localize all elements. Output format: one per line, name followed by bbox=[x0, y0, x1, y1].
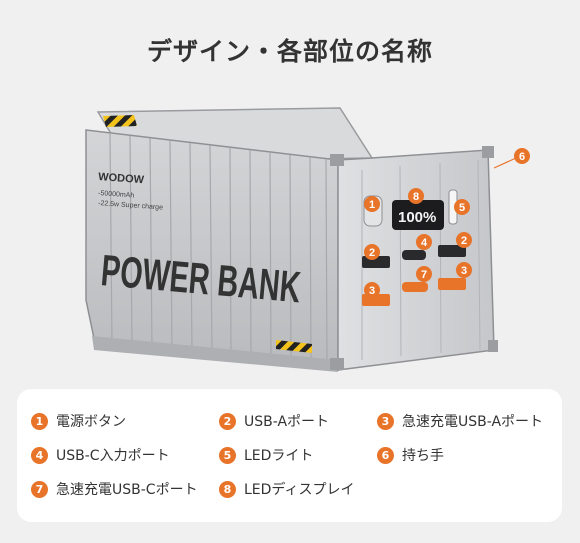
callout-2b bbox=[456, 232, 472, 248]
legend-item-power-button: 1 電源ボタン bbox=[31, 411, 126, 431]
callout-badges: 1 2 2 3 3 4 5 6 7 8 bbox=[364, 148, 530, 298]
callout-line bbox=[493, 157, 517, 169]
svg-text:3: 3 bbox=[369, 285, 375, 297]
svg-text:7: 7 bbox=[421, 269, 427, 281]
parts-legend: 1 電源ボタン 2 USB-Aポート 3 急速充電USB-Aポート 4 USB-… bbox=[17, 389, 562, 522]
svg-text:4: 4 bbox=[421, 237, 428, 249]
callout-1 bbox=[364, 196, 380, 212]
power-bank-illustration: WODOW -50000mAh -22.5w Super charge POWE… bbox=[85, 107, 530, 372]
legend-label: 持ち手 bbox=[402, 448, 444, 464]
callout-2 bbox=[364, 244, 380, 260]
svg-text:1: 1 bbox=[369, 199, 375, 211]
legend-label: LEDディスプレイ bbox=[244, 482, 355, 498]
callout-7 bbox=[416, 266, 432, 282]
legend-number: 4 bbox=[31, 446, 48, 464]
legend-label: 電源ボタン bbox=[56, 414, 126, 430]
legend-item-handle: 6 持ち手 bbox=[377, 445, 444, 465]
legend-label: 急速充電USB-Cポート bbox=[56, 482, 198, 498]
bottom-rail bbox=[92, 336, 338, 372]
legend-label: USB-Aポート bbox=[244, 414, 330, 430]
spec-capacity: -50000mAh bbox=[98, 190, 135, 200]
usb-a-port bbox=[438, 245, 466, 257]
legend-item-fast-usb-a-port: 3 急速充電USB-Aポート bbox=[377, 411, 543, 431]
brand-logo: WODOW bbox=[98, 171, 145, 186]
legend-item-usb-c-input-port: 4 USB-C入力ポート bbox=[31, 445, 170, 465]
legend-label: USB-C入力ポート bbox=[56, 448, 170, 464]
corner-casting bbox=[488, 340, 498, 352]
svg-text:5: 5 bbox=[459, 202, 465, 214]
page-title: デザイン・各部位の名称 bbox=[146, 37, 433, 66]
legend-number: 2 bbox=[219, 412, 236, 430]
callout-4 bbox=[416, 234, 432, 250]
usb-c-input-port bbox=[402, 250, 426, 260]
legend-number: 8 bbox=[219, 480, 236, 498]
hazard-stripe-bottom bbox=[276, 340, 312, 353]
fast-usb-a-port bbox=[438, 278, 466, 290]
legend-number: 7 bbox=[31, 480, 48, 498]
callout-6 bbox=[514, 148, 530, 164]
spec-charge: -22.5w Super charge bbox=[98, 200, 163, 212]
legend-number: 6 bbox=[377, 446, 394, 464]
display-value: 100% bbox=[398, 209, 436, 226]
corner-casting bbox=[330, 154, 344, 166]
legend-number: 3 bbox=[377, 412, 394, 430]
svg-text:2: 2 bbox=[369, 247, 375, 259]
legend-number: 5 bbox=[219, 446, 236, 464]
legend-item-led-light: 5 LEDライト bbox=[219, 445, 313, 465]
legend-number: 1 bbox=[31, 412, 48, 430]
callout-3b bbox=[456, 262, 472, 278]
corner-casting bbox=[482, 146, 494, 158]
legend-label: 急速充電USB-Aポート bbox=[402, 414, 544, 430]
legend-item-fast-usb-c-port: 7 急速充電USB-Cポート bbox=[31, 479, 198, 499]
corner-casting bbox=[330, 358, 344, 370]
fast-usb-c-port bbox=[402, 282, 428, 292]
hazard-stripe-top bbox=[103, 115, 137, 127]
svg-text:2: 2 bbox=[461, 235, 467, 247]
svg-text:3: 3 bbox=[461, 265, 467, 277]
front-ribs bbox=[109, 133, 328, 368]
svg-text:8: 8 bbox=[413, 191, 419, 203]
legend-item-led-display: 8 LEDディスプレイ bbox=[219, 479, 354, 499]
callout-3 bbox=[364, 282, 380, 298]
led-display bbox=[392, 200, 444, 230]
callout-8 bbox=[408, 188, 424, 204]
legend-item-usb-a-port: 2 USB-Aポート bbox=[219, 411, 329, 431]
legend-label: LEDライト bbox=[244, 448, 314, 464]
callout-5 bbox=[454, 199, 470, 215]
svg-text:6: 6 bbox=[519, 151, 525, 163]
